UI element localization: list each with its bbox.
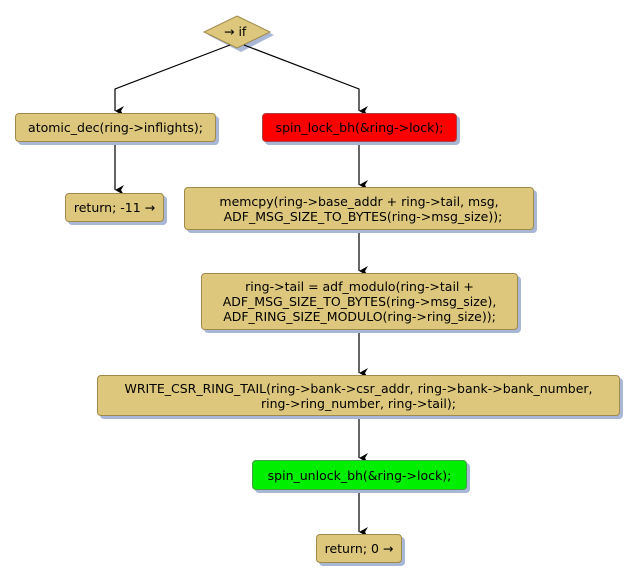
node-write-csr[interactable]: WRITE_CSR_RING_TAIL(ring->bank->csr_addr…	[97, 375, 620, 416]
node-spin-lock[interactable]: spin_lock_bh(&ring->lock);	[262, 113, 457, 142]
node-tail-update[interactable]: ring->tail = adf_modulo(ring->tail + ADF…	[201, 273, 518, 330]
node-atomic-dec[interactable]: atomic_dec(ring->inflights);	[15, 113, 216, 142]
node-return-0[interactable]: return; 0 →	[316, 534, 402, 563]
decision-diamond[interactable]	[202, 15, 272, 49]
decision-label: → if	[224, 24, 247, 39]
node-memcpy[interactable]: memcpy(ring->base_addr + ring->tail, msg…	[184, 187, 534, 230]
edge-if-to-lock	[243, 44, 368, 116]
node-spin-unlock[interactable]: spin_unlock_bh(&ring->lock);	[252, 460, 467, 490]
node-return-minus-11[interactable]: return; -11 →	[65, 193, 164, 222]
edge-if-to-atomic	[114, 44, 231, 116]
